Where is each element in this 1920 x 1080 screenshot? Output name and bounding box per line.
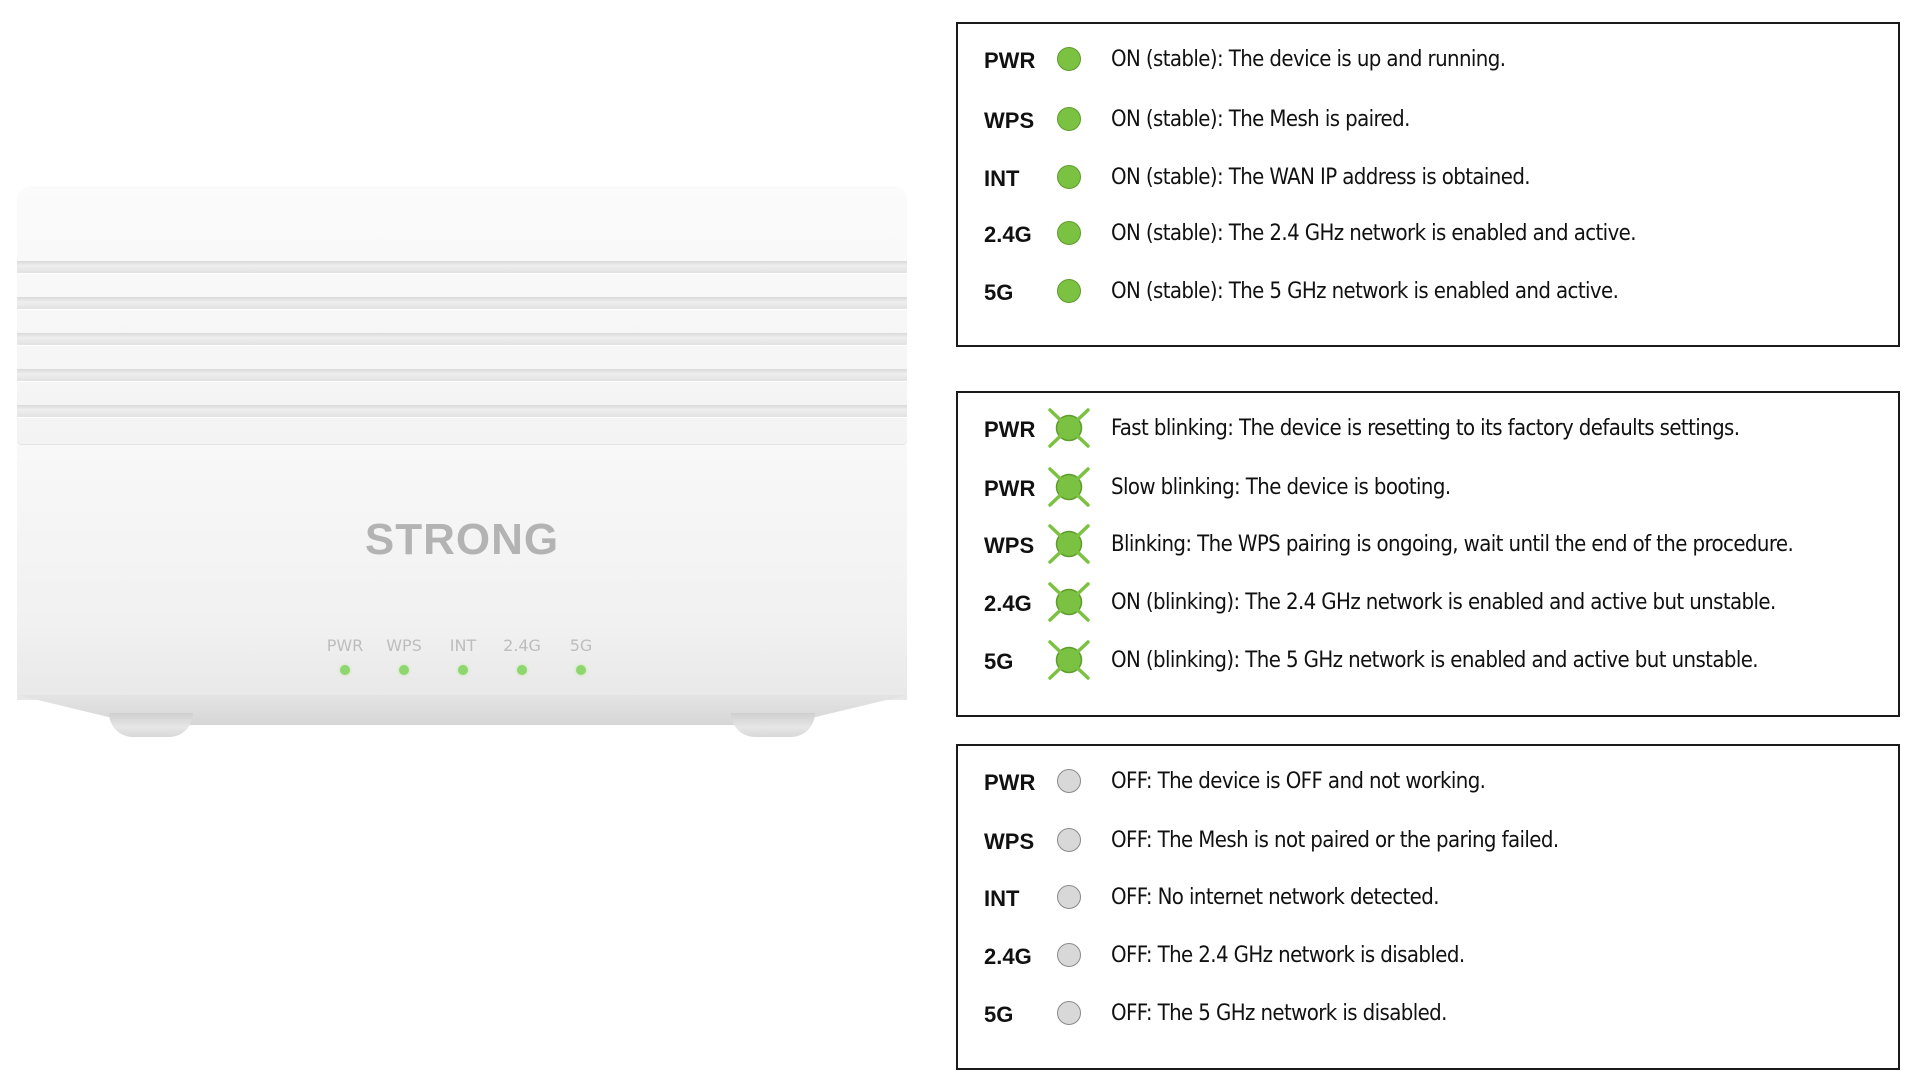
legend-row: WPS OFF: The Mesh is not paired or the p… — [958, 823, 1898, 857]
legend-row: PWR Fast blinking: The device is resetti… — [958, 408, 1898, 448]
green-dot-icon — [1055, 219, 1083, 247]
legend-row: 5G OFF: The 5 GHz network is disabled. — [958, 996, 1898, 1030]
led-name: INT — [984, 886, 1020, 911]
router-front-panel — [17, 445, 907, 700]
gray-dot-icon — [1055, 767, 1083, 795]
legend-row: 2.4G OFF: The 2.4 GHz network is disable… — [958, 938, 1898, 972]
device-led-pwr: PWR — [315, 637, 375, 680]
legend-row: 5G ON (stable): The 5 GHz network is ena… — [958, 274, 1898, 308]
legend-row: 5G ON (blinking): The 5 GHz network is e… — [958, 640, 1898, 680]
legend-row: WPS ON (stable): The Mesh is paired. — [958, 102, 1898, 136]
router-groove — [17, 261, 907, 273]
router-illustration: STRONG PWR WPS INT 2.4G 5G — [17, 185, 907, 760]
device-led-label: PWR — [326, 636, 364, 655]
led-description: Fast blinking: The device is resetting t… — [1111, 416, 1740, 441]
led-description: OFF: No internet network detected. — [1111, 885, 1440, 910]
led-name: PWR — [984, 417, 1036, 442]
led-indicator-icon — [340, 665, 350, 675]
led-indicator-icon — [517, 665, 527, 675]
led-description: OFF: The device is OFF and not working. — [1111, 769, 1486, 794]
gray-dot-icon — [1055, 826, 1083, 854]
legend-row: INT OFF: No internet network detected. — [958, 880, 1898, 914]
gray-dot-icon — [1055, 883, 1083, 911]
blinking-dot-icon — [1048, 640, 1090, 680]
led-description: OFF: The 2.4 GHz network is disabled. — [1111, 943, 1465, 968]
green-dot-icon — [1055, 105, 1083, 133]
green-dot-icon — [1055, 163, 1083, 191]
green-dot-icon — [1055, 277, 1083, 305]
router-foot-left — [109, 713, 193, 737]
legend-box-blinking: PWR Fast blinking: The device is resetti… — [956, 391, 1900, 717]
router-foot-right — [731, 713, 815, 737]
led-name: INT — [984, 166, 1020, 191]
led-description: Slow blinking: The device is booting. — [1111, 475, 1451, 500]
gray-dot-icon — [1055, 941, 1083, 969]
router-groove — [17, 405, 907, 417]
legend-box-off: PWR OFF: The device is OFF and not worki… — [956, 744, 1900, 1070]
legend-row: 2.4G ON (blinking): The 2.4 GHz network … — [958, 582, 1898, 622]
led-name: 5G — [984, 1002, 1014, 1027]
blinking-dot-icon — [1048, 408, 1090, 448]
device-led-int: INT — [433, 637, 493, 680]
led-description: OFF: The 5 GHz network is disabled. — [1111, 1001, 1447, 1026]
blinking-dot-icon — [1048, 467, 1090, 507]
led-description: ON (blinking): The 2.4 GHz network is en… — [1111, 590, 1776, 615]
led-name: 2.4G — [984, 944, 1032, 969]
legend-row: PWR Slow blinking: The device is booting… — [958, 467, 1898, 507]
led-indicator-icon — [458, 665, 468, 675]
device-led-label: 5G — [569, 636, 593, 655]
router-groove — [17, 369, 907, 381]
led-name: 5G — [984, 280, 1014, 305]
legend-row: 2.4G ON (stable): The 2.4 GHz network is… — [958, 216, 1898, 250]
led-description: ON (stable): The 2.4 GHz network is enab… — [1111, 221, 1637, 246]
led-name: WPS — [984, 829, 1035, 854]
led-name: 2.4G — [984, 222, 1032, 247]
device-led-wps: WPS — [374, 637, 434, 680]
legend-box-stable: PWR ON (stable): The device is up and ru… — [956, 22, 1900, 347]
led-name: 2.4G — [984, 591, 1032, 616]
led-name: PWR — [984, 476, 1036, 501]
led-name: PWR — [984, 770, 1036, 795]
led-description: ON (stable): The WAN IP address is obtai… — [1111, 165, 1531, 190]
router-groove — [17, 297, 907, 309]
router-groove — [17, 333, 907, 345]
led-name: WPS — [984, 108, 1035, 133]
blinking-dot-icon — [1048, 524, 1090, 564]
router-top-section — [17, 185, 907, 445]
device-led-2-4g: 2.4G — [492, 637, 552, 680]
device-led-label: WPS — [386, 636, 422, 655]
led-description: ON (blinking): The 5 GHz network is enab… — [1111, 648, 1759, 673]
device-led-5g: 5G — [551, 637, 611, 680]
led-description: OFF: The Mesh is not paired or the parin… — [1111, 828, 1559, 853]
legend-row: WPS Blinking: The WPS pairing is ongoing… — [958, 524, 1898, 564]
legend-row: PWR ON (stable): The device is up and ru… — [958, 42, 1898, 76]
device-led-label: INT — [449, 636, 477, 655]
green-dot-icon — [1055, 45, 1083, 73]
gray-dot-icon — [1055, 999, 1083, 1027]
led-indicator-icon — [399, 665, 409, 675]
led-description: ON (stable): The device is up and runnin… — [1111, 47, 1506, 72]
brand-logo: STRONG — [364, 515, 560, 564]
legend-row: INT ON (stable): The WAN IP address is o… — [958, 160, 1898, 194]
led-name: 5G — [984, 649, 1014, 674]
led-indicator-icon — [576, 665, 586, 675]
device-led-label: 2.4G — [503, 636, 541, 655]
legend-row: PWR OFF: The device is OFF and not worki… — [958, 764, 1898, 798]
led-description: ON (stable): The Mesh is paired. — [1111, 107, 1410, 132]
led-description: ON (stable): The 5 GHz network is enable… — [1111, 279, 1619, 304]
led-name: WPS — [984, 533, 1035, 558]
led-description: Blinking: The WPS pairing is ongoing, wa… — [1111, 532, 1794, 557]
blinking-dot-icon — [1048, 582, 1090, 622]
led-name: PWR — [984, 48, 1036, 73]
